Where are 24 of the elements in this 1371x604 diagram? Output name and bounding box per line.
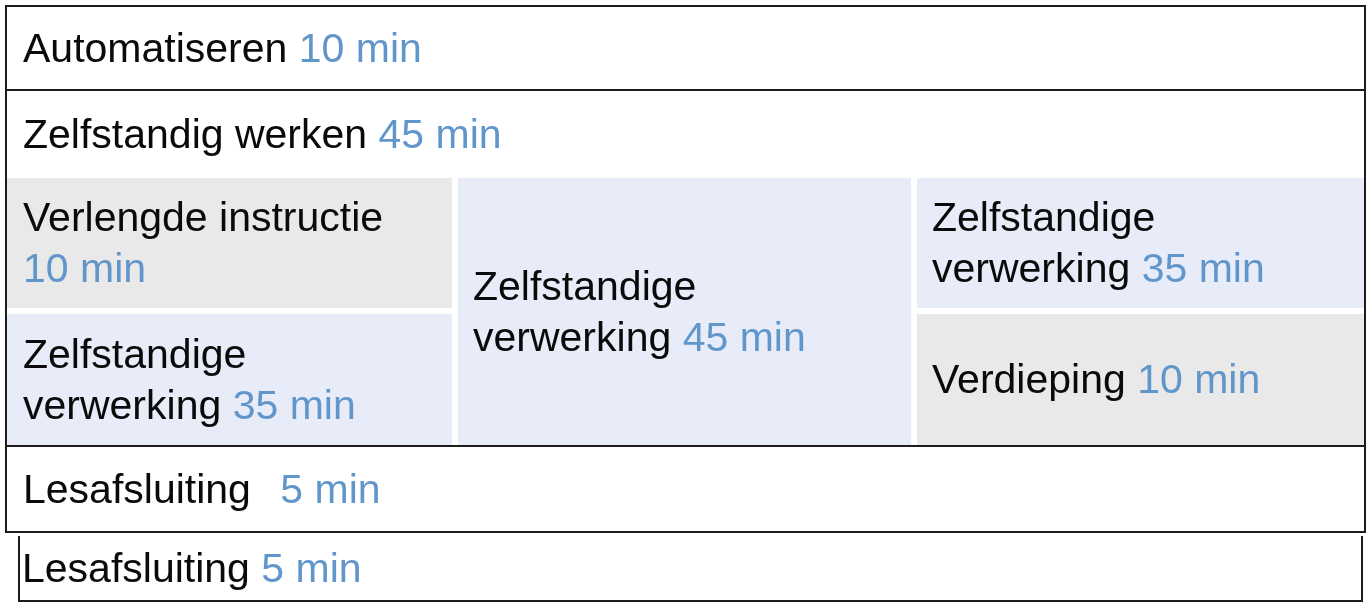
schedule-row <box>5 91 1366 447</box>
activity-label: Lesafsluiting <box>22 544 250 591</box>
duration-label: 35 min <box>232 381 356 428</box>
schedule-row <box>5 447 1366 533</box>
duration-label: 35 min <box>1141 245 1265 291</box>
activity-label: Automatiseren <box>23 24 288 71</box>
duration-label: 10 min <box>298 24 422 71</box>
activity-cell <box>7 178 452 308</box>
duration-label: 5 min <box>261 544 362 591</box>
activity-cell <box>458 178 911 445</box>
activity-label: Lesafsluiting <box>23 465 251 512</box>
duration-label: 5 min <box>280 465 381 512</box>
activity-cell <box>917 314 1364 445</box>
duration-label: 45 min <box>682 313 806 360</box>
activity-label: Verdieping <box>932 356 1126 402</box>
activity-cell <box>917 178 1364 308</box>
activity-cell <box>7 314 452 445</box>
activity-label: Verlengde instructie <box>23 194 384 240</box>
schedule-row <box>5 5 1366 91</box>
activity-label: Zelfstandig werken <box>23 110 368 157</box>
duration-label: 10 min <box>1137 356 1261 402</box>
schedule-row <box>18 536 1363 602</box>
duration-label: 10 min <box>23 245 147 291</box>
duration-label: 45 min <box>378 110 502 157</box>
